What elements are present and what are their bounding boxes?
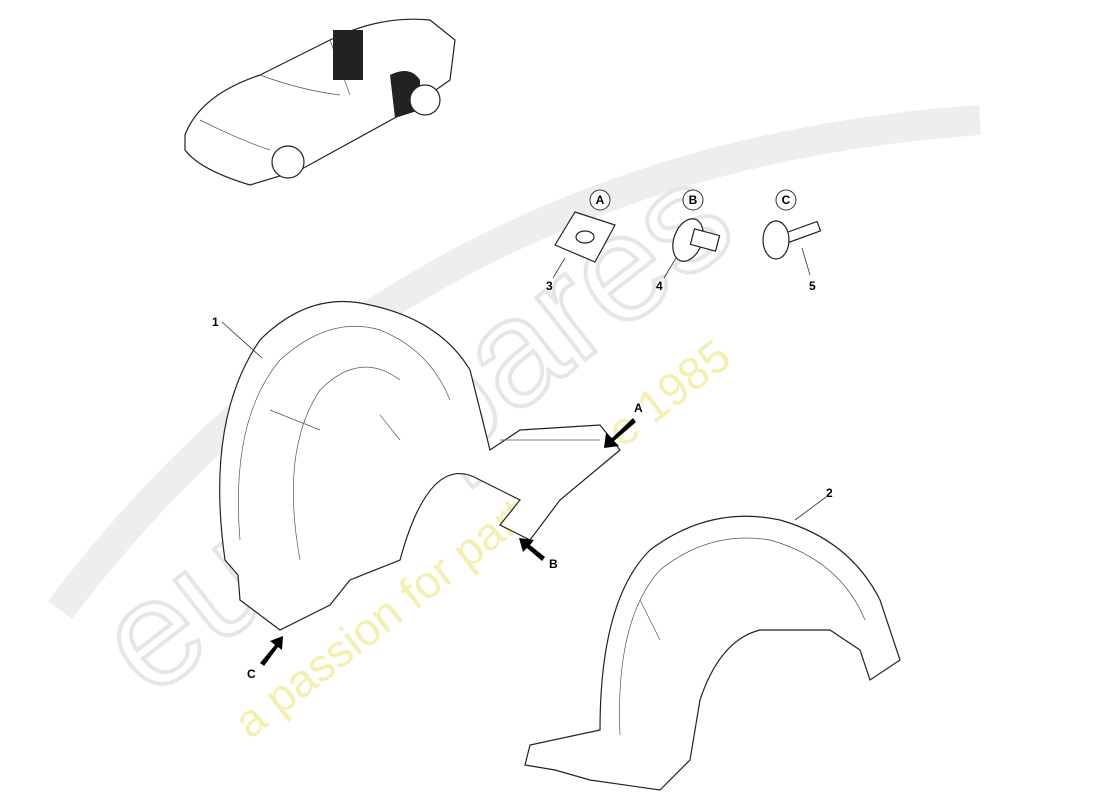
wheel-arch-liner-front: 1 [212, 300, 621, 631]
arrow-B: B [519, 538, 558, 571]
part-number: 4 [656, 279, 663, 293]
callout-letter: A [596, 193, 605, 207]
arrow-C: C [247, 636, 283, 681]
arrow-letter: B [549, 557, 558, 571]
detail-callout-A: A 3 [546, 189, 616, 293]
detail-callout-B: B 4 [656, 189, 721, 293]
arrow-letter: A [634, 401, 643, 415]
wheel-arch-liner-rear: 2 [524, 486, 901, 791]
callout-letter: C [782, 193, 791, 207]
arrow-letter: C [247, 667, 256, 681]
part-number: 5 [809, 279, 816, 293]
arrow-A: A [604, 401, 643, 448]
part-number-1: 1 [212, 315, 219, 329]
callout-letter: B [689, 193, 698, 207]
car-illustration [184, 18, 456, 186]
part-number-2: 2 [826, 486, 833, 500]
part-number: 3 [546, 279, 553, 293]
detail-callout-C: C 5 [762, 189, 822, 293]
